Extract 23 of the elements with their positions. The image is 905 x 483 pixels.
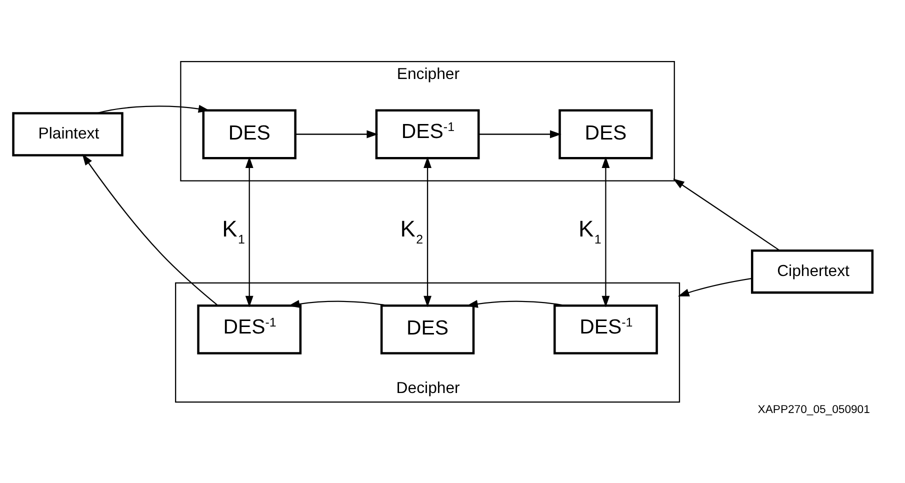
node-box: DES <box>202 109 296 160</box>
node-box: DES$^{-1}$ <box>197 304 302 354</box>
arrow <box>466 300 566 308</box>
arrow <box>288 300 388 308</box>
arrow <box>82 154 218 306</box>
label: XAPP270_05_050901 <box>758 404 870 416</box>
node-box: Plaintext <box>12 112 124 156</box>
arrow <box>424 156 432 308</box>
edge-label: K$_{2}$ <box>400 215 424 246</box>
edge-label: K$_{1}$ <box>578 215 602 246</box>
node-box: DES$^{-1}$ <box>554 304 658 354</box>
node-box: DES$^{-1}$ <box>375 109 480 160</box>
arrow <box>478 130 562 138</box>
edge-label: K$_{1}$ <box>222 215 245 246</box>
node-box: DES <box>380 304 475 354</box>
arrow <box>672 178 780 251</box>
node-box: Ciphertext <box>750 249 874 294</box>
arrow <box>295 130 378 138</box>
arrow <box>245 156 254 308</box>
node-box: DES <box>558 109 653 160</box>
arrow <box>678 278 752 296</box>
arrow <box>96 104 210 114</box>
arrow <box>602 156 610 308</box>
